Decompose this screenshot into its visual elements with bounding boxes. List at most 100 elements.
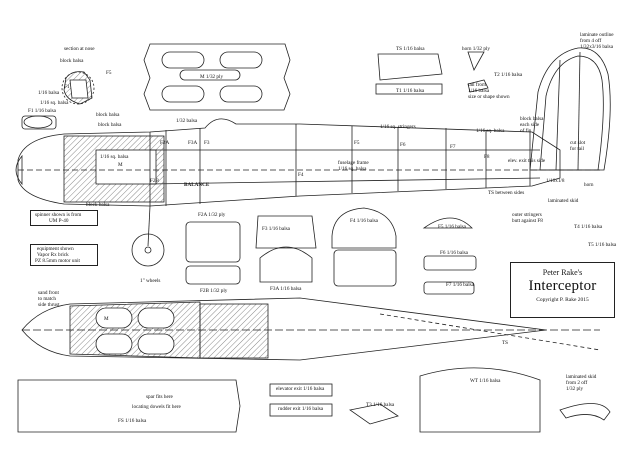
f3a-label: F3A xyxy=(188,140,198,146)
wt-part xyxy=(419,367,541,433)
f4-balsa-label: F4 1/16 balsa xyxy=(350,218,378,224)
locating-dowels-label: locating dowels fit here xyxy=(132,404,181,410)
block-balsa-label: block balsa xyxy=(60,58,84,64)
f3a-part xyxy=(259,246,313,283)
f5-balsa-label: F5 1/16 balsa xyxy=(438,224,466,230)
horn-part xyxy=(467,51,485,71)
skid-label-1: laminated skid xyxy=(566,374,597,380)
t1-part xyxy=(375,83,443,95)
t5-balsa-label: T5 1/16 balsa xyxy=(588,242,617,248)
f1-outline xyxy=(21,115,57,130)
laminated-skid-label: laminated skid xyxy=(548,198,579,204)
f6-balsa-label: F6 1/16 balsa xyxy=(440,250,468,256)
title-copyright: Copyright P. Rake 2015 xyxy=(536,297,589,303)
tail-from-1: tail from xyxy=(468,82,487,88)
equipment-line-1: equipment shown xyxy=(37,246,74,252)
sq-stringers-label: 1/16 sq. stringers xyxy=(380,124,416,130)
rudder-exit-part xyxy=(269,403,333,417)
t2-balsa-label: T2 1/16 balsa xyxy=(494,72,523,78)
f2a-label: F2A xyxy=(160,140,170,146)
fin-block-1: block balsa xyxy=(520,116,544,122)
laminate-outline-2: from 4 off xyxy=(580,38,602,44)
f3a-balsa-label: F3A 1/16 balsa xyxy=(270,286,302,292)
tail-from-3: size or shape shown xyxy=(468,94,510,100)
spinner-box: spinner shown is from UM P-40 xyxy=(30,210,98,226)
block-balsa-label-4: block balsa xyxy=(86,202,110,208)
t4-balsa-label: T4 1/16 balsa xyxy=(574,224,603,230)
f7-part xyxy=(423,281,475,295)
landing-gear xyxy=(131,205,165,267)
f8-label: F8 xyxy=(484,154,490,160)
f6-part xyxy=(423,255,477,271)
elevator-exit-part xyxy=(269,383,333,397)
title-name: Interceptor xyxy=(528,278,597,294)
t1-balsa-label: T1 1/16 balsa xyxy=(396,88,425,94)
equipment-line-3: PZ 8.5mm motor unit xyxy=(35,258,80,264)
f4-lower xyxy=(333,249,397,287)
m-ply-label: M 1/32 ply xyxy=(200,74,224,80)
cockpit-label: 1/32 balsa xyxy=(176,118,198,124)
t-dim-label: 1/16x1/8 xyxy=(546,178,565,184)
skid-part xyxy=(559,403,611,421)
m-plan-label: M xyxy=(104,316,109,322)
f4-label: F4 xyxy=(298,172,304,178)
f2a-ply-label: F2A 1/32 ply xyxy=(198,212,226,218)
fin-block-3: of fin xyxy=(520,128,532,134)
spinner-line-2: UM P-40 xyxy=(49,218,69,224)
m-ply-part xyxy=(143,43,291,111)
block-balsa-label-3: block balsa xyxy=(98,122,122,128)
sand-front-3: side thrust xyxy=(38,302,60,308)
skid-label-2: from 2 off xyxy=(566,380,588,386)
sand-front-2: to match xyxy=(38,296,57,302)
f3-balsa-label: F3 1/16 balsa xyxy=(262,226,290,232)
ts-part xyxy=(377,53,443,81)
sq-balsa-label: 1/16 sq. balsa xyxy=(40,100,69,106)
f2b-part xyxy=(185,265,241,285)
title-block: Peter Rake's Interceptor Copyright P. Ra… xyxy=(510,262,615,318)
rudder-exit-label: rudder exit 1/16 balsa xyxy=(278,406,324,412)
f1-label: F1 xyxy=(64,84,70,90)
t3-balsa-label: T3 1/16 balsa xyxy=(366,402,395,408)
f5-label: F5 xyxy=(106,70,112,76)
t3-part xyxy=(349,403,399,425)
fuselage-frame-2: 1/16 sq. balsa xyxy=(338,166,367,172)
f2b-label: F2B xyxy=(150,178,159,184)
elev-exit-label: elev. exit this side xyxy=(508,158,546,164)
f7-balsa-label: F7 1/16 balsa xyxy=(446,282,474,288)
laminate-outline-1: laminate outline xyxy=(580,32,614,38)
laminate-outline-3: 1/32x3/16 balsa xyxy=(580,44,613,50)
fin-block-2: each side xyxy=(520,122,540,128)
fuselage-side-view xyxy=(15,118,600,207)
fs-balsa-label: FS 1/16 balsa xyxy=(118,418,147,424)
f5-frame-label: F5 xyxy=(354,140,360,146)
fin-tail xyxy=(529,47,611,171)
skid-label-3: 1/32 ply xyxy=(566,386,584,392)
fuselage-frame-1: fuselage frame xyxy=(338,160,369,166)
f6-label: F6 xyxy=(400,142,406,148)
sand-front-1: sand front xyxy=(38,290,59,296)
tail-from-2: 1/16 balsa xyxy=(468,88,490,94)
outer-stringers-2: butt against F8 xyxy=(512,218,543,224)
f3-part xyxy=(255,215,317,249)
ts-balsa-label: TS 1/16 balsa xyxy=(396,46,425,52)
nose-section xyxy=(61,71,95,105)
wt-balsa-label: WT 1/16 balsa xyxy=(470,378,501,384)
block-balsa-label-2: block balsa xyxy=(96,112,120,118)
f2b-ply-label: F2B 1/32 ply xyxy=(200,288,228,294)
sixteenth-balsa-label: 1/16 balsa xyxy=(38,90,60,96)
fuselage-plan-view xyxy=(21,297,601,361)
wheels-label: 1" wheels xyxy=(140,278,161,284)
cut-slot-2: for tail xyxy=(570,146,584,152)
equipment-line-2: Vapor Rx brick xyxy=(37,252,69,258)
f4-part xyxy=(331,207,397,249)
outer-stringers-1: outer stringers xyxy=(512,212,542,218)
title-author: Peter Rake's xyxy=(542,268,583,277)
section-label: section at nose xyxy=(64,46,95,52)
balance-label: BALANCE xyxy=(184,182,210,188)
ts-plan-label: TS xyxy=(502,340,509,346)
f1-balsa-label: F1 1/16 balsa xyxy=(28,108,56,114)
fs-part xyxy=(17,379,241,433)
f7-label: F7 xyxy=(450,144,456,150)
